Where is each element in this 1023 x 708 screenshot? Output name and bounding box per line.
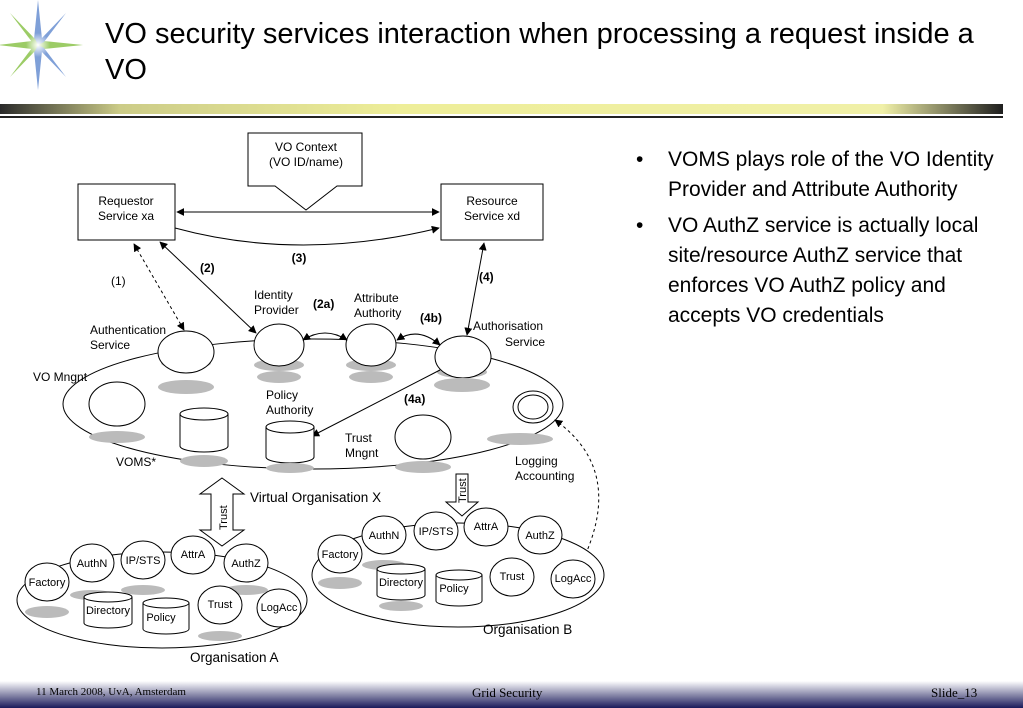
svg-text:Trust: Trust (345, 431, 373, 445)
svg-text:(4a): (4a) (404, 392, 425, 406)
svg-text:(2): (2) (200, 261, 215, 275)
bullet-item: • VOMS plays role of the VO Identity Pro… (636, 145, 1016, 205)
step2a-curve (302, 332, 348, 341)
svg-text:Authentication: Authentication (90, 323, 166, 337)
voms-storage-cylinder (179, 407, 229, 467)
svg-text:Trust: Trust (500, 571, 525, 583)
trust-mngnt-node (394, 414, 452, 473)
svg-text:Logging: Logging (515, 454, 558, 468)
vo-context-box: VO Context (VO ID/name) (247, 132, 363, 211)
step4b-curve (396, 332, 441, 346)
step1-dashed-arrow (133, 243, 185, 331)
bullet-list: • VOMS plays role of the VO Identity Pro… (636, 145, 1016, 337)
svg-text:(2a): (2a) (313, 297, 334, 311)
svg-text:AuthZ: AuthZ (525, 530, 555, 542)
svg-text:Mngnt: Mngnt (345, 446, 379, 460)
star-logo-icon (0, 0, 83, 90)
voms-node (88, 381, 146, 443)
virtual-organisation-label: Virtual Organisation X (250, 490, 381, 505)
organisation-a-label: Organisation A (190, 650, 279, 665)
svg-text:Resource: Resource (466, 194, 518, 208)
org-a-nodes: Factory AuthN IP/STS AttrA AuthZ Directo… (24, 535, 302, 641)
org-b-nodes: Factory AuthN IP/STS AttrA AuthZ Directo… (317, 507, 596, 611)
svg-text:Requestor: Requestor (98, 194, 153, 208)
svg-text:Trust: Trust (218, 505, 230, 530)
organisation-b-label: Organisation B (483, 622, 572, 637)
svg-text:AuthZ: AuthZ (231, 558, 261, 570)
svg-text:Service: Service (90, 338, 130, 352)
bullet-icon: • (636, 148, 644, 171)
svg-text:Attribute: Attribute (354, 291, 399, 305)
svg-text:VO Context: VO Context (275, 140, 338, 154)
security-interaction-diagram: VO Context (VO ID/name) Requestor Servic… (16, 132, 605, 665)
svg-text:LogAcc: LogAcc (261, 602, 298, 614)
policy-authority-cylinder (265, 420, 315, 473)
trust-arrow-org-a: Trust (198, 477, 246, 547)
identity-provider-node (253, 323, 305, 371)
svg-text:Provider: Provider (254, 303, 299, 317)
slide-title: VO security services interaction when pr… (105, 18, 974, 86)
slide-footer: 11 March 2008, UvA, Amsterdam Grid Secur… (0, 681, 1023, 708)
svg-text:IP/STS: IP/STS (419, 526, 454, 538)
svg-text:IP/STS: IP/STS (126, 555, 161, 567)
footer-topic: Grid Security (472, 685, 543, 700)
svg-text:Directory: Directory (86, 605, 131, 617)
step3-label: (3) (292, 251, 307, 265)
svg-text:Service xa: Service xa (98, 209, 154, 223)
svg-text:Trust: Trust (208, 599, 233, 611)
logging-dashed-arrow (554, 419, 600, 561)
step4a-arrow (311, 369, 441, 437)
svg-text:AttrA: AttrA (181, 549, 206, 561)
svg-text:(1): (1) (111, 274, 126, 288)
svg-text:Factory: Factory (322, 549, 359, 561)
svg-text:(4b): (4b) (420, 311, 442, 325)
step3-curve (174, 225, 440, 246)
requestor-service-box: Requestor Service xa (77, 183, 176, 241)
svg-text:Factory: Factory (29, 577, 66, 589)
footer-date: 11 March 2008, UvA, Amsterdam (36, 686, 186, 698)
trust-arrow-org-b: Trust (444, 473, 480, 517)
svg-text:Authority: Authority (266, 403, 313, 417)
bullet-text: VOMS plays role of the VO Identity Provi… (668, 148, 994, 201)
title-underline-bar (0, 104, 1003, 118)
svg-text:Directory: Directory (379, 577, 424, 589)
svg-text:AuthN: AuthN (369, 530, 400, 542)
svg-text:Service: Service (505, 335, 545, 349)
authentication-service-node (157, 330, 215, 374)
svg-text:Policy: Policy (146, 612, 176, 624)
svg-text:Authorisation: Authorisation (473, 319, 543, 333)
svg-text:Policy: Policy (266, 388, 298, 402)
logging-accounting-node (487, 390, 554, 445)
svg-text:Trust: Trust (457, 478, 469, 503)
svg-text:Policy: Policy (439, 583, 469, 595)
svg-text:AttrA: AttrA (474, 521, 499, 533)
svg-text:AuthN: AuthN (77, 558, 108, 570)
svg-text:Identity: Identity (254, 288, 293, 302)
svg-text:Service xd: Service xd (464, 209, 520, 223)
attribute-authority-node (345, 323, 397, 371)
step4-arrow (464, 242, 487, 336)
step2-arrow (159, 241, 257, 334)
bullet-item: • VO AuthZ service is actually local sit… (636, 211, 1016, 331)
bullet-icon: • (636, 214, 644, 237)
svg-text:Accounting: Accounting (515, 469, 574, 483)
svg-text:(VO ID/name): (VO ID/name) (269, 155, 343, 169)
bullet-text: VO AuthZ service is actually local site/… (668, 214, 979, 327)
slide-number: Slide_13 (931, 685, 978, 700)
svg-text:Authority: Authority (354, 306, 401, 320)
authorisation-service-node (434, 335, 492, 379)
svg-text:(4): (4) (479, 270, 494, 284)
svg-text:LogAcc: LogAcc (555, 573, 592, 585)
svg-text:VOMS*: VOMS* (116, 455, 156, 469)
resource-service-box: Resource Service xd (440, 183, 544, 241)
vo-mngnt-label: VO Mngnt (33, 370, 88, 384)
